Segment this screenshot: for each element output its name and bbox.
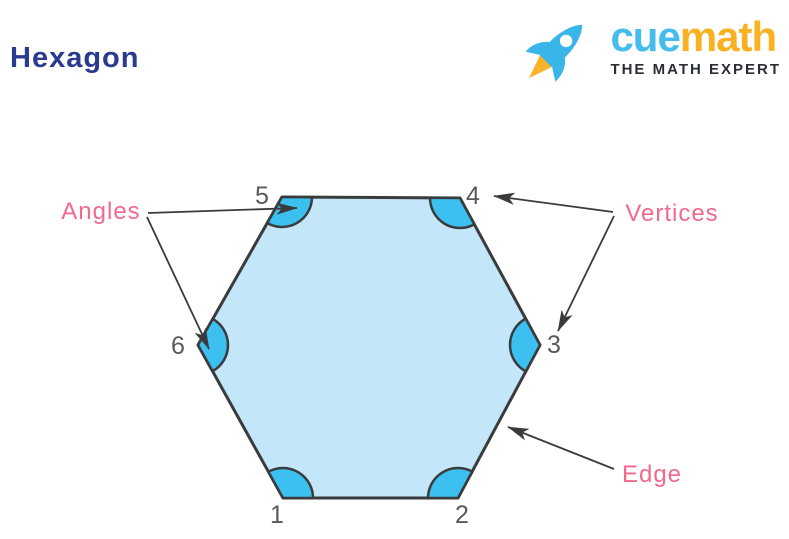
- vertex-number-3: 3: [547, 331, 561, 359]
- rocket-body-shape: [540, 24, 583, 68]
- rocket-fin-right: [552, 53, 566, 82]
- angle-marker-2: [426, 466, 474, 500]
- brand-tagline: THE MATH EXPERT: [610, 61, 781, 78]
- arrow-angles: [146, 216, 210, 350]
- angle-marker-3: [508, 317, 542, 373]
- label-edge: Edge: [622, 461, 682, 488]
- hexagon-shape: [196, 195, 542, 500]
- brand-math: math: [679, 13, 777, 60]
- label-angles: Angles: [61, 198, 140, 225]
- arrow-angles: [147, 202, 298, 215]
- cuemath-rocket-icon: [525, 24, 583, 82]
- vertex-number-4: 4: [466, 182, 480, 210]
- page-title: Hexagon: [10, 42, 140, 74]
- arrow-vertices: [493, 192, 614, 213]
- arrow-vertices: [557, 215, 615, 332]
- logo-text-block: cuemath THE MATH EXPERT: [610, 16, 781, 79]
- vertex-number-2: 2: [455, 501, 469, 529]
- vertex-number-5: 5: [255, 182, 269, 210]
- arrow-edge: [507, 426, 615, 470]
- vertex-number-1: 1: [270, 501, 284, 529]
- cuemath-logo: cuemath THE MATH EXPERT: [517, 4, 781, 90]
- brand-cue: cue: [610, 13, 680, 60]
- angle-marker-1: [267, 466, 315, 500]
- vertex-number-6: 6: [171, 332, 185, 360]
- angle-marker-4: [428, 196, 476, 230]
- label-vertices: Vertices: [625, 200, 718, 227]
- rocket-fin-left: [525, 41, 554, 56]
- rocket-flame-shape: [529, 54, 554, 79]
- brand-wordmark: cuemath: [610, 16, 781, 58]
- rocket-window: [560, 34, 573, 48]
